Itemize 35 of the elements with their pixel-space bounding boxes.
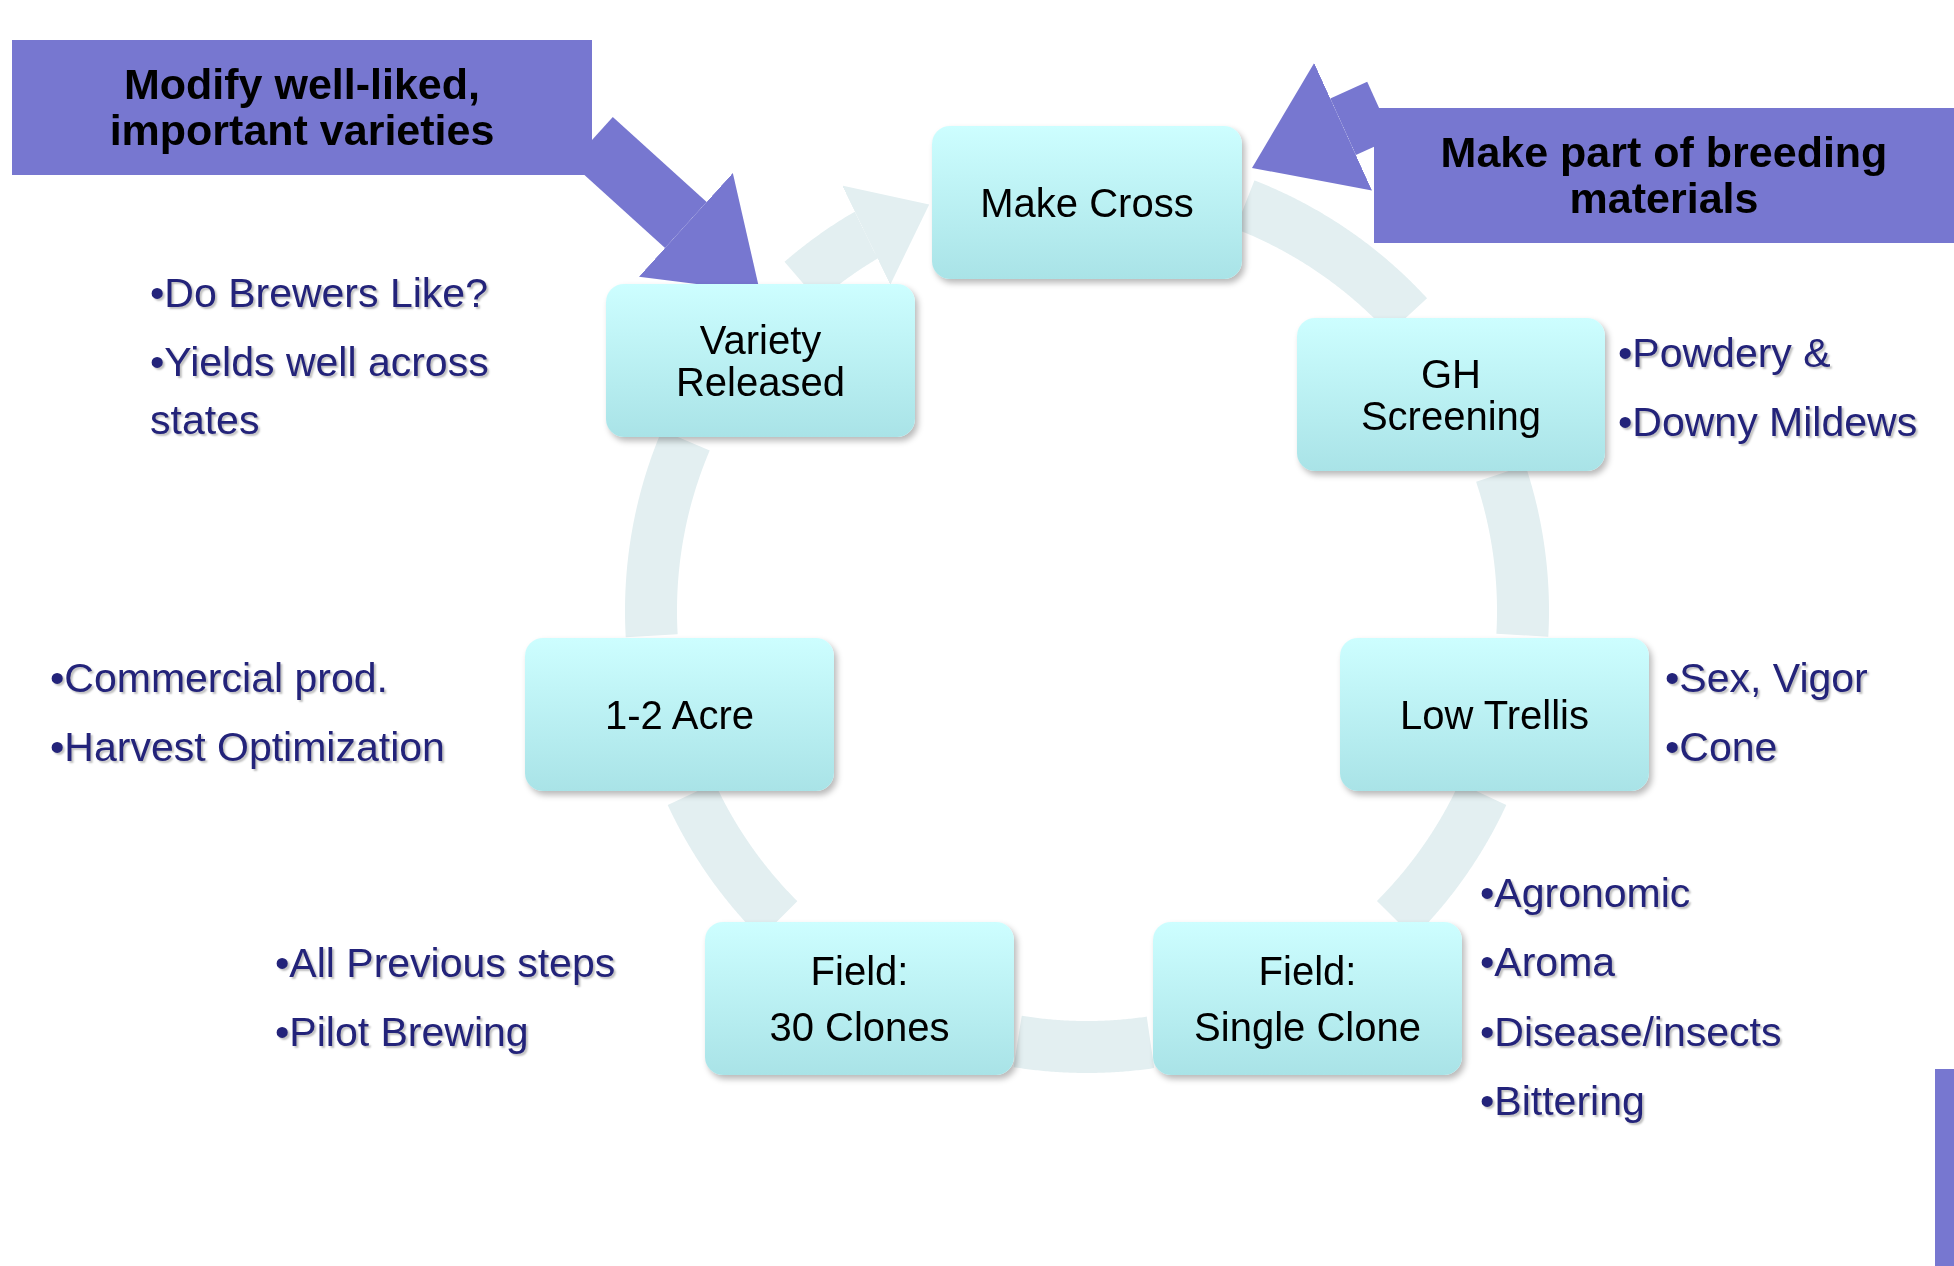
- bullet-note: •Cone: [1665, 723, 1779, 773]
- step-label: Make Cross: [980, 181, 1194, 224]
- step-label: 1-2 Acre: [605, 693, 754, 736]
- bullet-note: •Bittering: [1480, 1077, 1646, 1127]
- bullet-note: •Disease/insects: [1480, 1007, 1783, 1057]
- bullet-note: •Harvest Optimization: [50, 723, 446, 773]
- bullet-note: •Powdery &: [1618, 329, 1832, 378]
- step-label: GH Screening: [1359, 352, 1543, 437]
- banner-text: Modify well-liked, important varieties: [108, 62, 496, 153]
- bullet-note: •Do Brewers Like?: [150, 269, 489, 318]
- side-bar: [1935, 1069, 1954, 1266]
- bullet-note: •Downy Mildews: [1618, 398, 1919, 448]
- bullet-note: •Agronomic: [1480, 869, 1692, 918]
- bullet-note: •Sex, Vigor: [1665, 654, 1869, 703]
- step-label: Variety Released: [675, 318, 846, 403]
- process-box: [606, 284, 915, 437]
- bullet-note: •Commercial prod.: [50, 654, 389, 703]
- bullet-note: •All Previous steps: [275, 939, 617, 988]
- step-label: Field:: [810, 949, 909, 992]
- step-label: 30 Clones: [769, 1005, 950, 1048]
- bullet-note: •Yields well across states: [150, 338, 490, 445]
- process-box: [525, 638, 834, 791]
- step-label: Field:: [1258, 949, 1357, 992]
- step-label: Low Trellis: [1400, 693, 1589, 736]
- step-label: Single Clone: [1194, 1005, 1421, 1048]
- process-box: [1297, 318, 1605, 471]
- callout-banner: [1374, 108, 1954, 243]
- banner-text: Make part of breeding materials: [1439, 130, 1889, 221]
- bullet-note: •Aroma: [1480, 938, 1617, 988]
- callout-banner: [12, 40, 592, 175]
- process-box: [1153, 922, 1462, 1075]
- bullet-note: •Pilot Brewing: [275, 1008, 530, 1058]
- process-box: [705, 922, 1014, 1075]
- process-box: [932, 126, 1242, 279]
- process-box: [1340, 638, 1649, 791]
